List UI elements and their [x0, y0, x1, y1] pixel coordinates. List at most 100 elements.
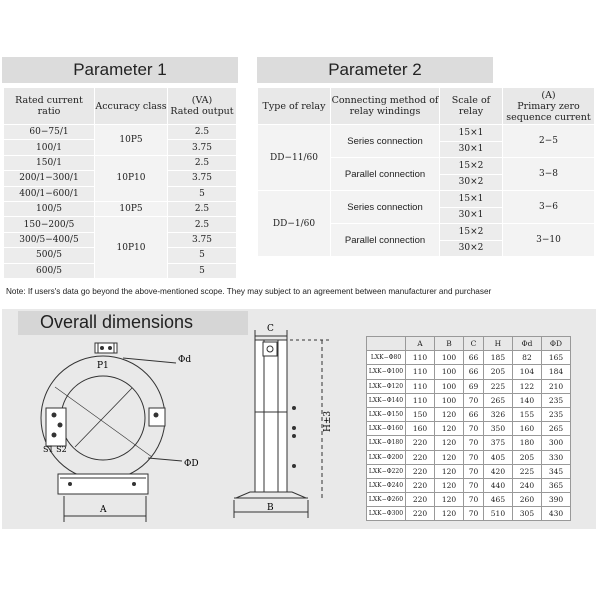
table-cell: 600/5	[3, 262, 95, 279]
table-cell: 235	[540, 392, 572, 408]
table-cell: 120	[434, 406, 464, 423]
table-cell: LXK−Φ300	[366, 506, 406, 522]
table-cell: 69	[463, 378, 484, 394]
table-cell: 185	[482, 350, 513, 366]
col-phi-D: ΦD	[540, 335, 572, 352]
table-cell: 465	[482, 492, 513, 508]
table-cell: 420	[482, 463, 513, 479]
table-cell: LXK−Φ80	[366, 350, 406, 366]
table-cell: LXK−Φ140	[366, 392, 406, 408]
table-cell: 122	[511, 378, 542, 394]
parameter-2-table: Type of relay Connecting method of relay…	[257, 87, 595, 257]
table-cell: 400/1−600/1	[3, 185, 95, 202]
table-cell: 510	[482, 506, 513, 522]
table-cell: 110	[405, 350, 435, 366]
table-cell: 180	[511, 435, 542, 451]
table-cell: 330	[540, 449, 572, 465]
table-cell: 82	[511, 350, 542, 366]
table-cell: 225	[482, 378, 513, 394]
parameter-2-title: Parameter 2	[257, 57, 493, 83]
table-cell: 104	[511, 364, 542, 380]
table-cell: 70	[463, 492, 484, 508]
table-cell: 66	[463, 364, 484, 380]
table-cell: 305	[511, 506, 542, 522]
table-cell: 10P10	[94, 216, 168, 279]
table-cell: 100/1	[3, 139, 95, 156]
table-cell: LXK−Φ100	[366, 364, 406, 380]
label-phi-D: ΦD	[184, 459, 199, 469]
table-cell: 10P5	[94, 124, 168, 156]
table-cell: 210	[540, 378, 572, 394]
table-cell: 150/1	[3, 154, 95, 172]
table-cell: 5	[167, 262, 237, 279]
table-cell: 150	[405, 406, 435, 423]
table-cell: 120	[434, 463, 464, 479]
table-cell: 120	[434, 421, 464, 437]
table-cell: 110	[405, 364, 435, 380]
table-cell: 165	[540, 350, 572, 366]
table-cell: 10P5	[94, 200, 168, 218]
col-rated-output: (VA)Rated output	[167, 87, 237, 125]
table-cell: 345	[540, 463, 572, 479]
table-cell: DD−11/60	[257, 124, 331, 191]
col-scale: Scale of relay	[439, 87, 503, 125]
table-cell: 5	[167, 185, 237, 202]
table-cell: 220	[405, 449, 435, 465]
label-a: A	[99, 505, 107, 515]
table-cell: 160	[405, 421, 435, 437]
col-model	[366, 335, 406, 352]
table-cell: 184	[540, 364, 572, 380]
table-cell: LXK−Φ200	[366, 449, 406, 465]
table-cell: 260	[511, 492, 542, 508]
table-cell: 70	[463, 449, 484, 465]
col-h: H	[482, 335, 513, 352]
table-cell: 140	[511, 392, 542, 408]
table-cell: 100	[434, 350, 464, 366]
parameter-1-table: Rated current ratio Accuracy class (VA)R…	[3, 87, 237, 279]
table-cell: 265	[540, 421, 572, 437]
table-cell: 150−200/5	[3, 216, 95, 233]
label-s1-s2: S1 S2	[43, 445, 67, 454]
table-cell: 300	[540, 435, 572, 451]
table-cell: 2−5	[502, 124, 595, 158]
table-cell: 3.75	[167, 170, 237, 187]
table-cell: 326	[482, 406, 513, 423]
parameter-1-title: Parameter 1	[2, 57, 238, 83]
table-cell: 70	[463, 421, 484, 437]
label-p1: P1	[97, 361, 109, 371]
table-cell: 100	[434, 364, 464, 380]
table-cell: 110	[405, 392, 435, 408]
table-cell: 70	[463, 506, 484, 522]
table-cell: 15×2	[439, 223, 503, 241]
col-c: C	[463, 335, 484, 352]
table-cell: LXK−Φ260	[366, 492, 406, 508]
table-cell: 375	[482, 435, 513, 451]
table-cell: 440	[482, 477, 513, 494]
label-c: C	[267, 324, 274, 334]
table-cell: 365	[540, 477, 572, 494]
table-cell: 240	[511, 477, 542, 494]
table-cell: 120	[434, 449, 464, 465]
table-cell: 350	[482, 421, 513, 437]
note-text: Note: If users's data go beyond the abov…	[6, 287, 492, 296]
table-cell: 205	[482, 364, 513, 380]
col-connecting-method: Connecting method of relay windings	[330, 87, 440, 125]
table-cell: 2.5	[167, 216, 237, 233]
table-cell: 120	[434, 477, 464, 494]
table-cell: DD−1/60	[257, 190, 331, 257]
col-a: A	[405, 335, 435, 352]
table-cell: 70	[463, 477, 484, 494]
table-cell: 200/1−300/1	[3, 170, 95, 187]
table-cell: 2.5	[167, 200, 237, 218]
